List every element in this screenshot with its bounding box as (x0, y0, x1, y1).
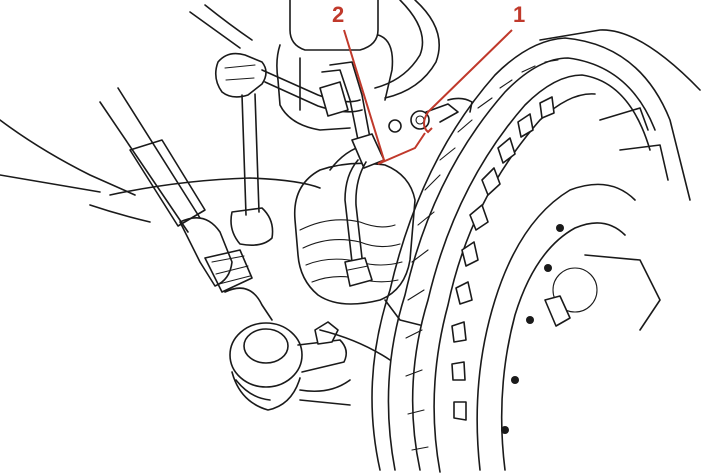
disc-vent-slots (405, 59, 559, 451)
drive-shaft (0, 174, 421, 326)
callout-2-label: 2 (332, 2, 344, 27)
strut-assembly (189, 0, 440, 131)
brake-disc (371, 37, 691, 473)
callout-1-leader (423, 29, 513, 134)
callout-1: 1 (423, 2, 525, 134)
lower-control-arm (109, 177, 391, 406)
callout-1-label: 1 (513, 2, 525, 27)
tie-rod-end (229, 321, 351, 411)
callout-2-leader (343, 29, 426, 165)
banjo-bolt (388, 97, 473, 133)
tie-rod (0, 87, 273, 321)
callout-2: 2 (332, 2, 426, 165)
brake-hose (319, 61, 385, 287)
wheel-hub (476, 29, 701, 471)
